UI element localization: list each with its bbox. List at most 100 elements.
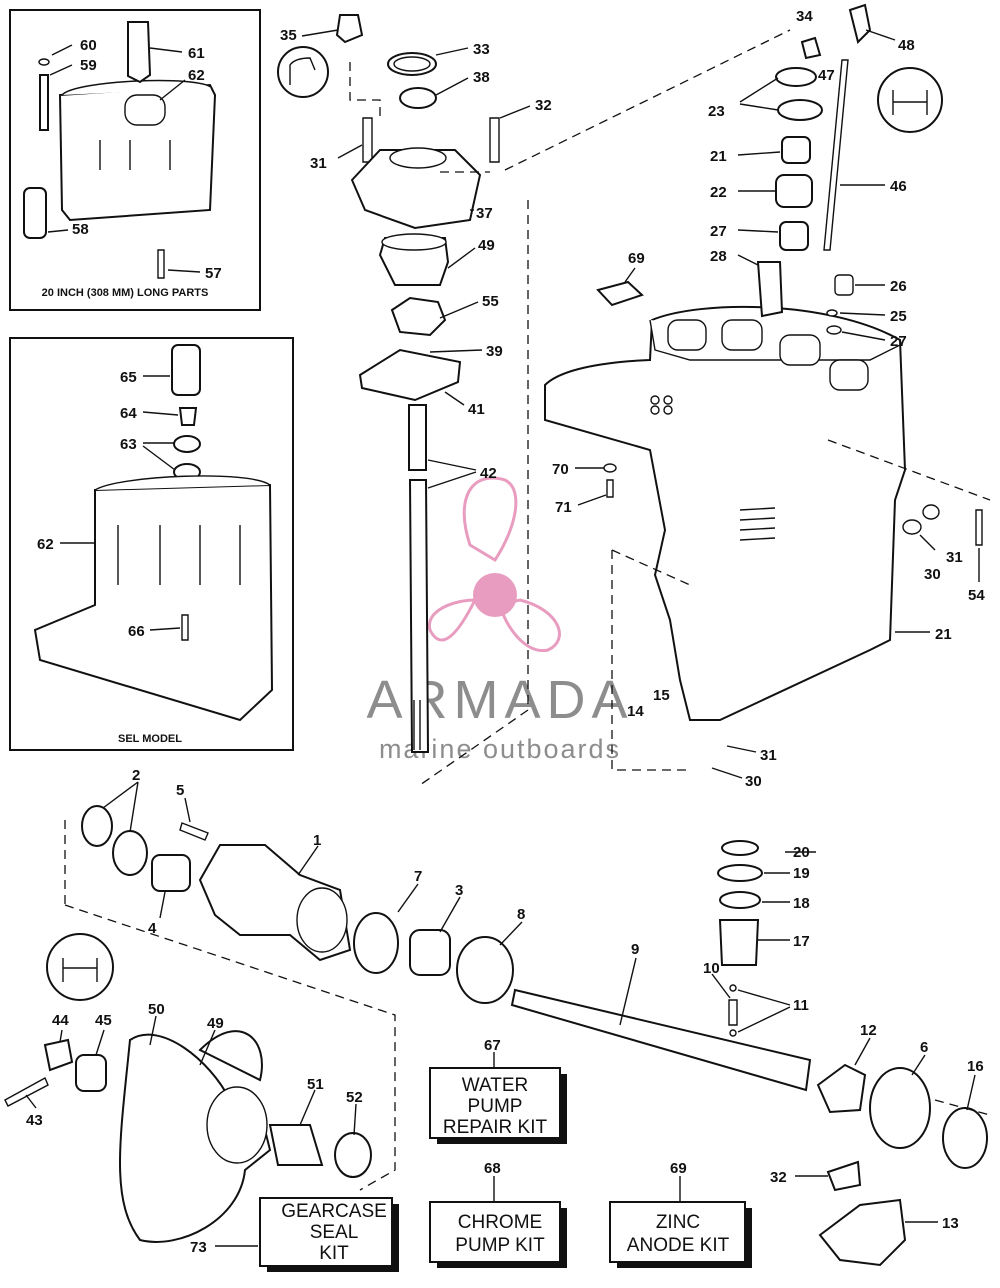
callout-49: 48	[898, 37, 915, 54]
armada-watermark: ARMADA marine outboards	[366, 476, 633, 764]
watermark-brand: ARMADA	[366, 670, 633, 730]
callout-71: 71	[555, 499, 572, 516]
callout-33: 31	[310, 155, 327, 172]
callout-53: 51	[307, 1076, 324, 1093]
kit-chrome-pump-line2: PUMP KIT	[455, 1235, 545, 1256]
kit-zinc-anode-line1: ZINC	[656, 1212, 700, 1233]
kit-water-pump-line3: REPAIR KIT	[443, 1117, 548, 1138]
kit-water-pump-line2: PUMP	[468, 1096, 523, 1117]
callout-51: 49	[207, 1015, 224, 1032]
kit-gearcase-seal: GEARCASE SEAL KIT	[259, 1197, 399, 1272]
callout-41: 39	[486, 343, 503, 360]
callout-45: 44	[52, 1012, 69, 1029]
kit-chrome-pump: CHROME PUMP KIT	[429, 1201, 567, 1268]
callout-28: 27	[710, 223, 727, 240]
callout-20: 20	[793, 844, 810, 861]
callout-56: 55	[482, 293, 499, 310]
callout-58: 59	[80, 57, 97, 74]
callout-46: 45	[95, 1012, 112, 1029]
callout-67: 67	[484, 1037, 501, 1054]
callout-15: 15	[653, 687, 670, 704]
callout-59: 60	[80, 37, 97, 54]
callout-17: 17	[793, 933, 810, 950]
callout-21: 21	[935, 626, 952, 643]
callout-55: 54	[968, 587, 985, 604]
callout-73: 73	[190, 1239, 207, 1256]
callout-7: 7	[414, 868, 422, 885]
callout-19: 19	[793, 865, 810, 882]
kit-water-pump-line1: WATER	[462, 1075, 529, 1096]
callout-37: 35	[280, 27, 297, 44]
callout-50: 49	[478, 237, 495, 254]
long-parts-inset: 20 INCH (308 MM) LONG PARTS	[9, 9, 261, 311]
callout-31b: 31	[760, 747, 777, 764]
callout-13: 13	[942, 1215, 959, 1232]
callout-43: 42	[480, 465, 497, 482]
callout-30b: 30	[745, 773, 762, 790]
callout-31: 31	[946, 549, 963, 566]
long-parts-caption: 20 INCH (308 MM) LONG PARTS	[42, 287, 209, 299]
callout-14: 14	[627, 703, 644, 720]
kit-zinc-anode-line2: ANODE KIT	[627, 1235, 730, 1256]
sel-model-inset: SEL MODEL	[9, 337, 294, 751]
callout-64: 64	[120, 405, 137, 422]
callout-47: 46	[890, 178, 907, 195]
callout-54: 52	[346, 1089, 363, 1106]
callout-9: 9	[631, 941, 639, 958]
kit-gearcase-seal-line1: GEARCASE	[281, 1201, 387, 1222]
callout-38: 37	[476, 205, 493, 222]
callout-10: 10	[703, 960, 720, 977]
callout-24: 23	[708, 103, 725, 120]
callout-5: 5	[176, 782, 184, 799]
callout-66: 66	[128, 623, 145, 640]
callout-18: 18	[793, 895, 810, 912]
callout-11: 11	[793, 997, 809, 1014]
callout-57: 58	[72, 221, 89, 238]
callout-39: 38	[473, 69, 490, 86]
callout-4: 4	[148, 920, 157, 937]
callout-69b: 69	[670, 1160, 687, 1177]
callout-12: 12	[860, 1022, 877, 1039]
callout-42: 41	[468, 401, 485, 418]
callout-29: 28	[710, 248, 727, 265]
callout-8: 8	[517, 906, 525, 923]
kit-water-pump: WATER PUMP REPAIR KIT	[429, 1067, 567, 1144]
callout-36: 34	[796, 8, 813, 25]
lower-gear-assembly	[4, 805, 988, 1267]
callout-34: 32	[535, 97, 552, 114]
kit-gearcase-seal-line2: SEAL	[310, 1222, 359, 1243]
upper-right-parts	[596, 3, 983, 546]
callout-32: 32	[770, 1169, 787, 1186]
gearcase-housing	[544, 305, 907, 721]
callout-62b: 62	[37, 536, 54, 553]
callout-60: 61	[188, 45, 205, 62]
callout-61: 57	[205, 265, 222, 282]
callout-63: 63	[120, 436, 137, 453]
callout-30: 30	[924, 566, 941, 583]
callout-35: 33	[473, 41, 490, 58]
callout-26: 26	[890, 278, 907, 295]
callout-65: 65	[120, 369, 137, 386]
kit-zinc-anode: ZINC ANODE KIT	[609, 1201, 752, 1268]
callout-27: 27	[890, 333, 907, 350]
kit-chrome-pump-line1: CHROME	[458, 1212, 542, 1233]
callout-1: 1	[313, 832, 321, 849]
callout-3: 3	[455, 882, 463, 899]
callout-52: 50	[148, 1001, 165, 1018]
callout-labels: 60 59 61 62 58 57 65 64 63 62 66 35 33 3…	[25, 8, 985, 1256]
callout-68: 68	[484, 1160, 501, 1177]
callout-22: 21	[710, 148, 727, 165]
callout-6: 6	[920, 1039, 928, 1056]
callout-44: 43	[26, 1112, 43, 1129]
callout-23: 22	[710, 184, 727, 201]
callout-69: 69	[628, 250, 645, 267]
propeller-logo-icon	[428, 476, 561, 652]
callout-62: 62	[188, 67, 205, 84]
callout-2: 2	[132, 767, 140, 784]
callout-25: 25	[890, 308, 907, 325]
callout-48: 47	[818, 67, 835, 84]
callout-70: 70	[552, 461, 569, 478]
kit-gearcase-seal-line3: KIT	[319, 1243, 349, 1264]
callout-16: 16	[967, 1058, 984, 1075]
